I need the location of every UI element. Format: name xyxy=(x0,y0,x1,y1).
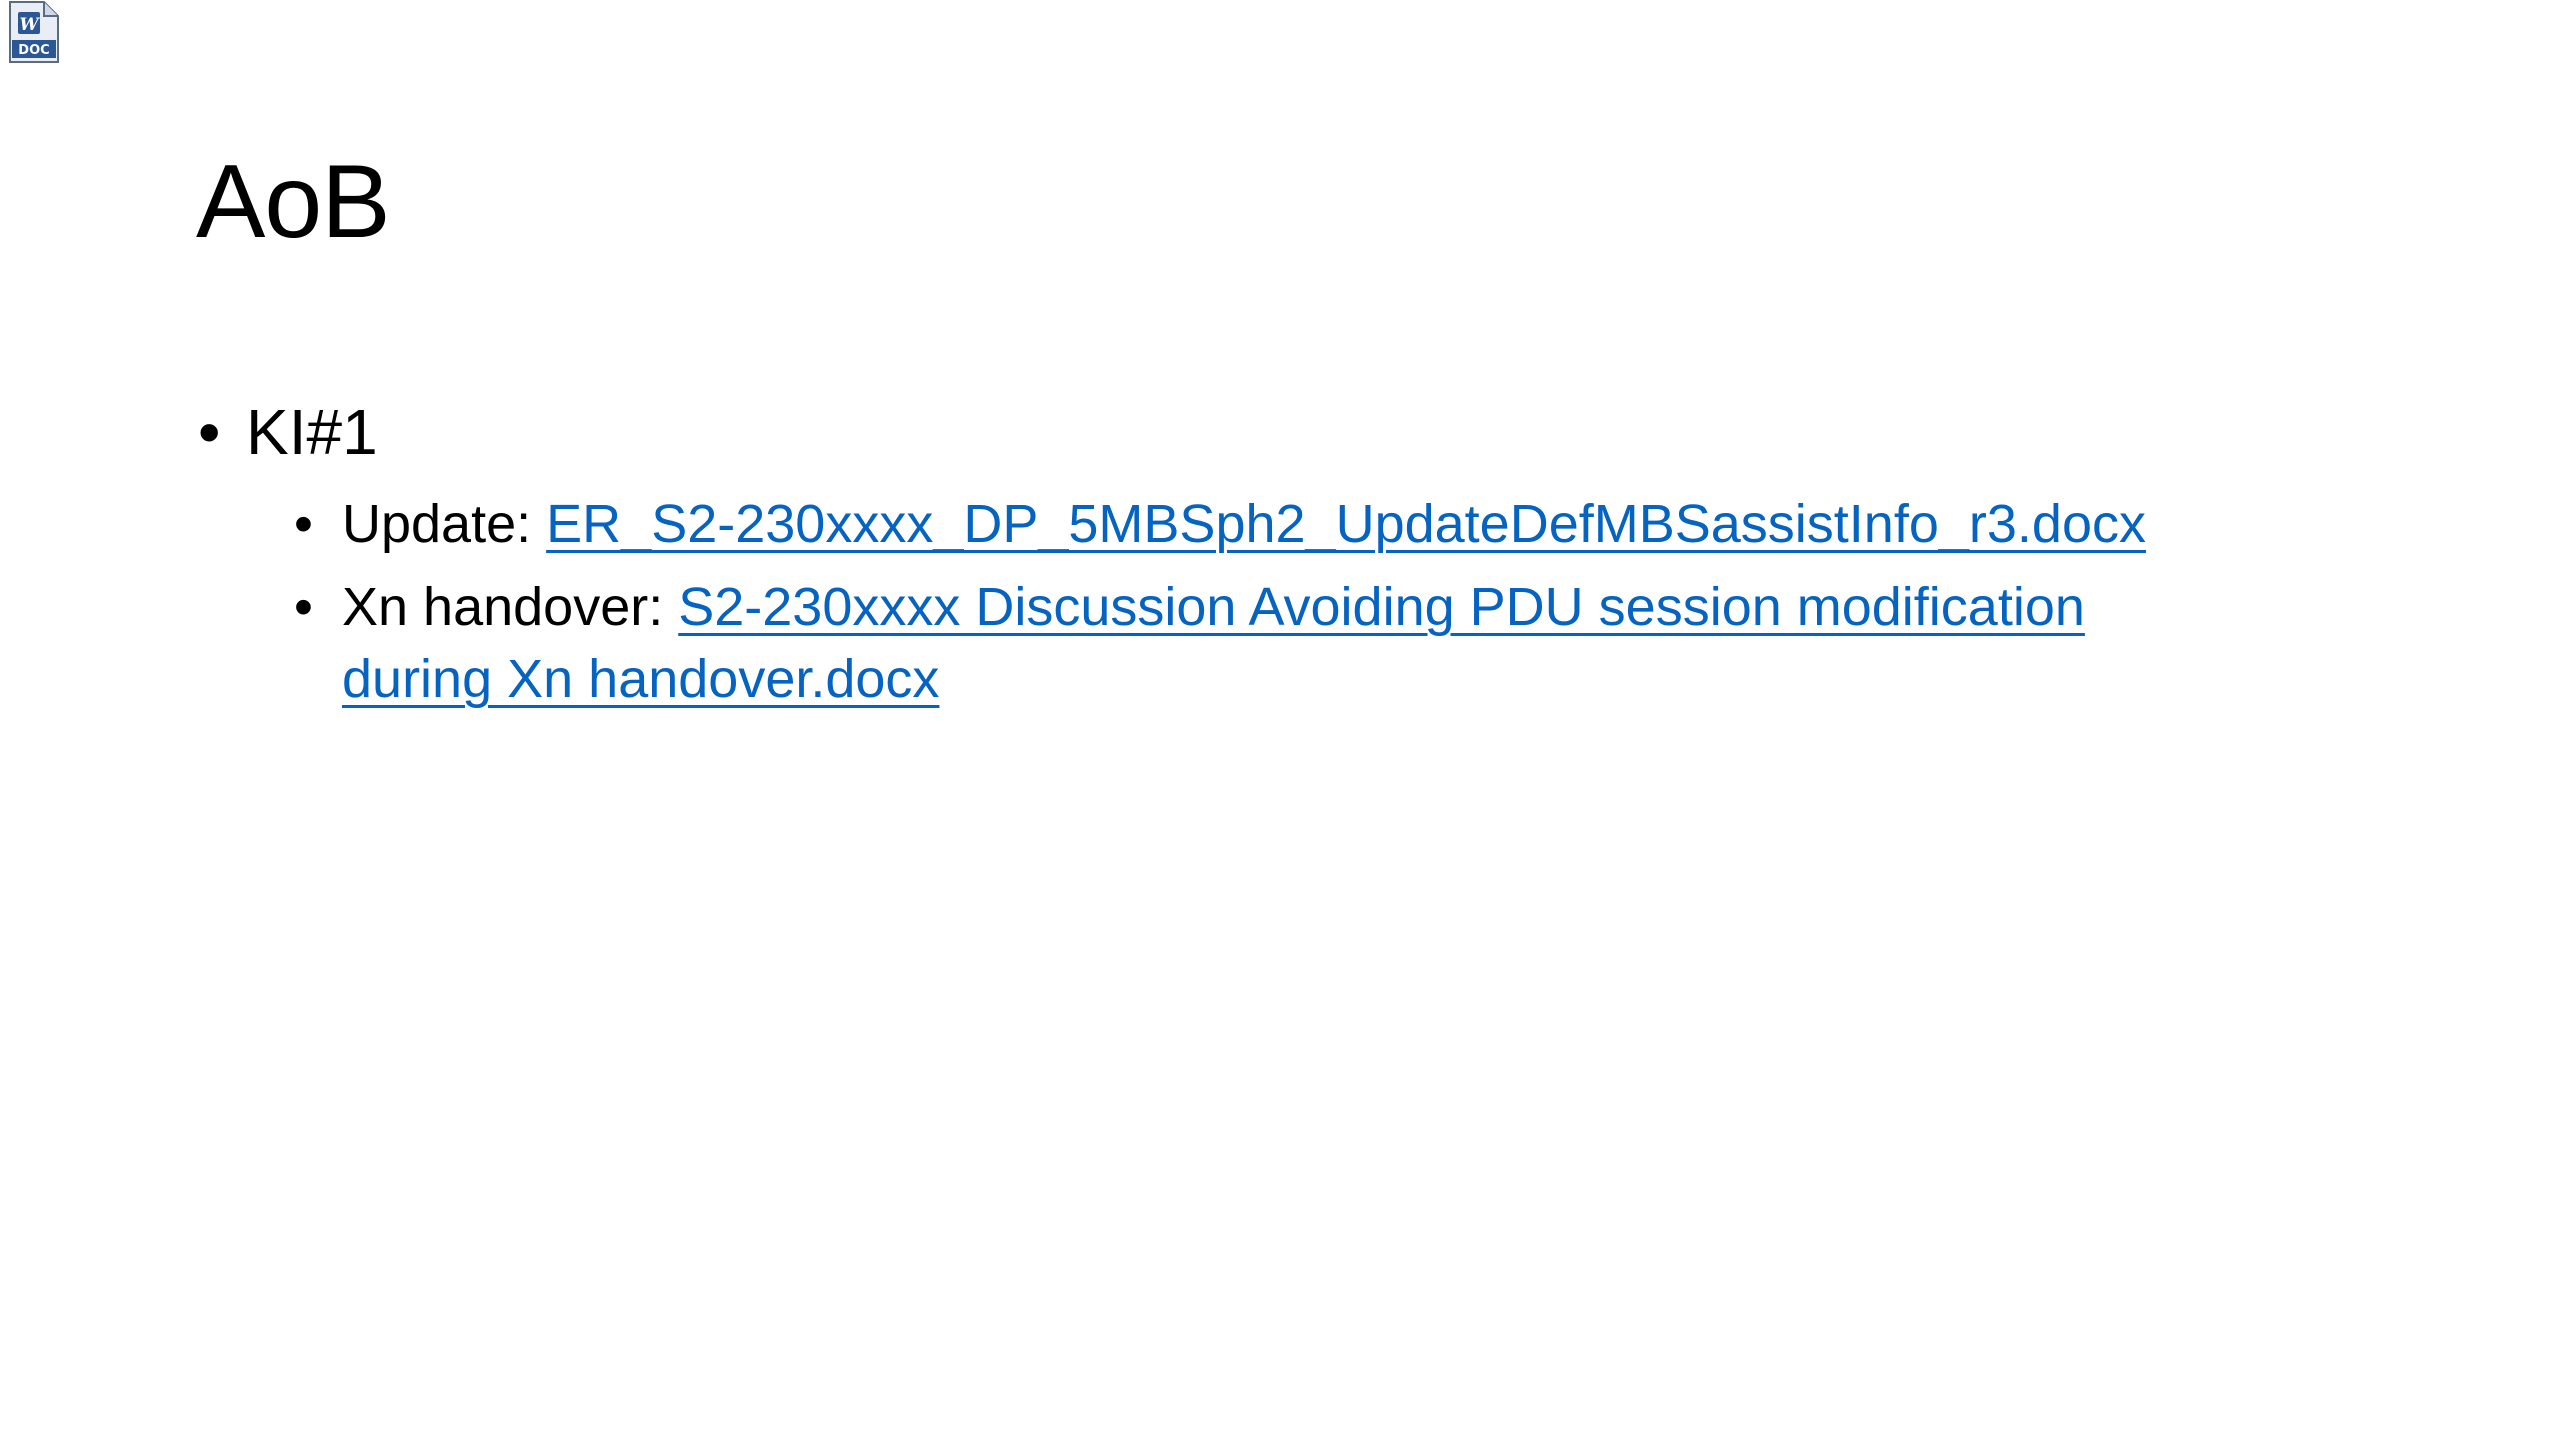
word-doc-icon[interactable]: W DOC xyxy=(6,0,62,64)
sub-bullet-update: Update: ER_S2-230xxxx_DP_5MBSph2_UpdateD… xyxy=(342,489,2146,559)
bullet-ki1: KI#1 xyxy=(246,396,378,468)
svg-text:W: W xyxy=(19,15,40,35)
update-doc-link[interactable]: ER_S2-230xxxx_DP_5MBSph2_UpdateDefMBSass… xyxy=(546,494,2146,554)
doc-icon-label: DOC xyxy=(18,43,49,58)
sub-bullet-xn-handover-continued: during Xn handover.docx xyxy=(342,644,939,714)
sub-bullet-xn-handover: Xn handover: S2-230xxxx Discussion Avoid… xyxy=(342,572,2085,642)
bullet-marker: • xyxy=(198,396,221,468)
sub-bullet-marker: • xyxy=(294,494,313,554)
sub-bullet-marker: • xyxy=(294,577,313,637)
update-label: Update: xyxy=(342,494,547,554)
slide-title: AoB xyxy=(196,144,391,260)
word-doc-icon-graphic: W DOC xyxy=(9,1,59,63)
xn-handover-doc-link[interactable]: S2-230xxxx Discussion Avoiding PDU sessi… xyxy=(678,577,2085,637)
xn-handover-label: Xn handover: xyxy=(342,577,679,637)
xn-handover-doc-link-continued[interactable]: during Xn handover.docx xyxy=(342,649,940,709)
